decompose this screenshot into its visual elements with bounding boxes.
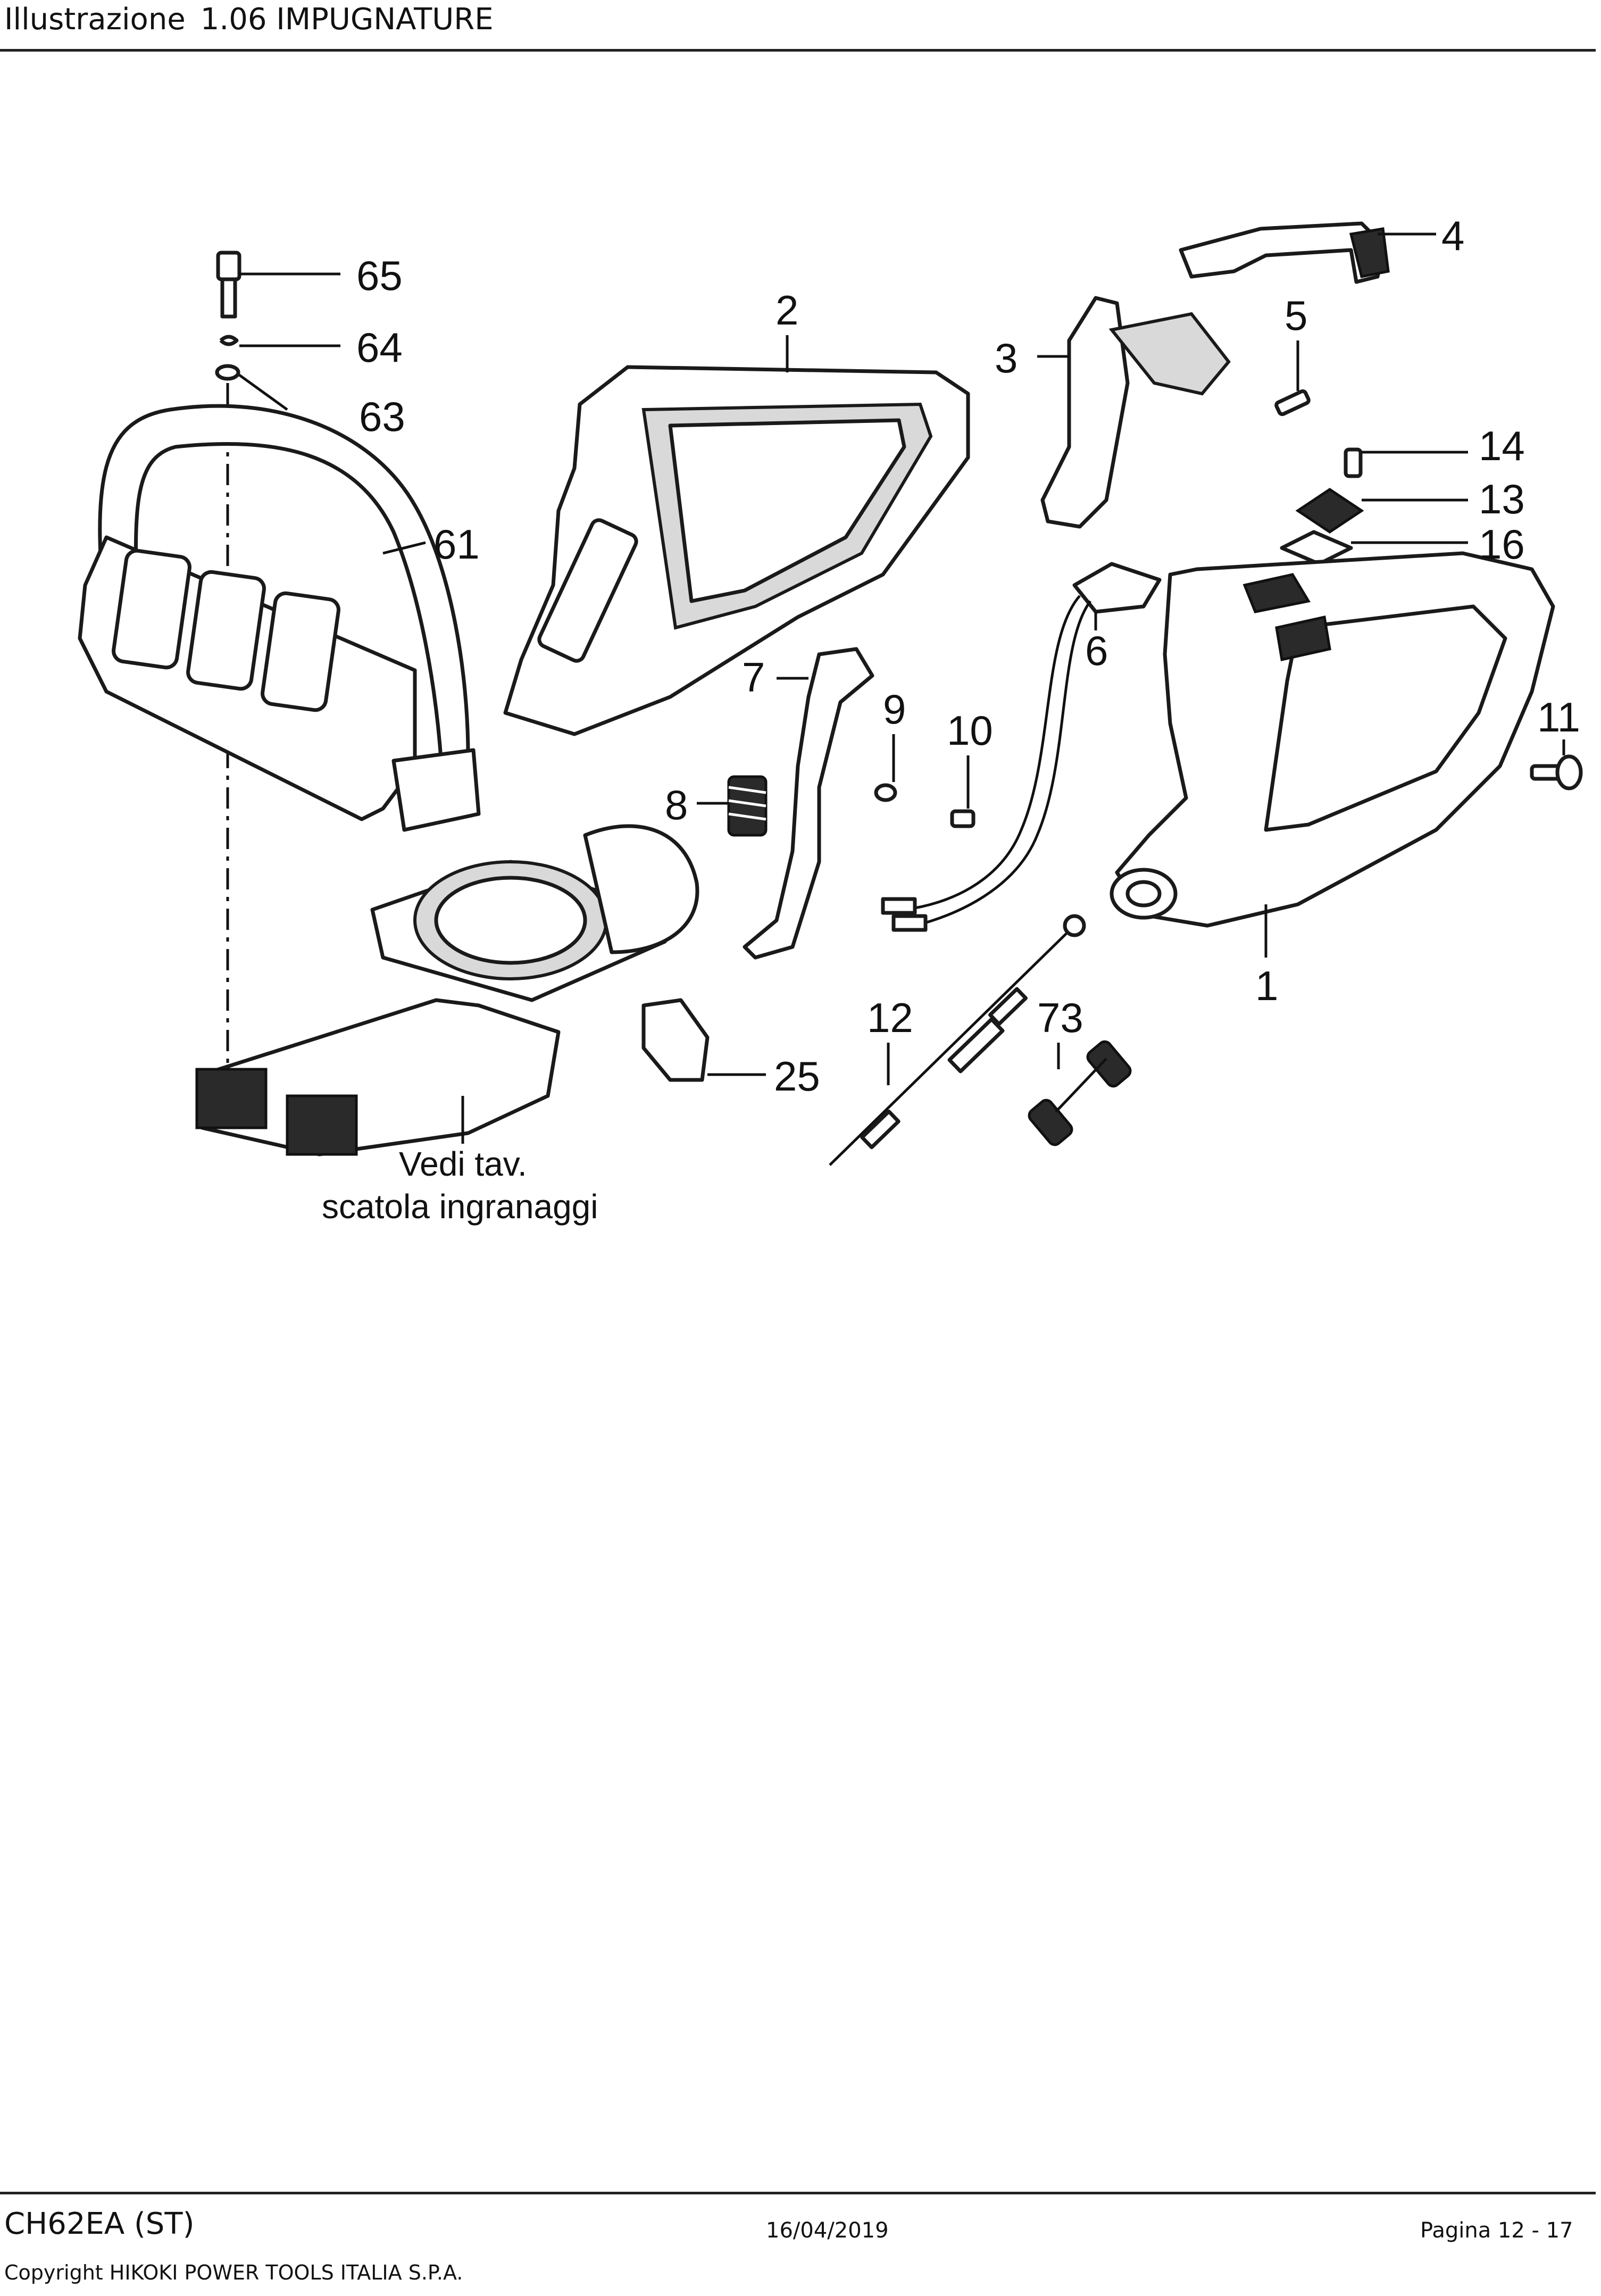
bolt-part-11 bbox=[1530, 754, 1583, 791]
trigger-part-7 bbox=[743, 647, 874, 960]
callout-8: 8 bbox=[665, 781, 688, 828]
callout-2: 2 bbox=[776, 287, 798, 334]
throttle-lever-part-3 bbox=[1040, 296, 1231, 529]
washer-part-9 bbox=[874, 783, 897, 802]
front-handle-part-61 bbox=[78, 404, 481, 832]
section-title: 1.06 IMPUGNATURE bbox=[200, 2, 494, 37]
washer-part-63 bbox=[215, 364, 240, 381]
page-number: Pagina 12 - 17 bbox=[1420, 2218, 1573, 2243]
header-divider bbox=[0, 49, 1596, 52]
spring-part-8 bbox=[727, 775, 768, 837]
copyright-notice: Copyright HIKOKI POWER TOOLS ITALIA S.P.… bbox=[4, 2261, 463, 2284]
gearbox-note-line1: Vedi tav. bbox=[399, 1145, 527, 1183]
callout-25: 25 bbox=[774, 1053, 820, 1100]
lever-cover-part-4 bbox=[1179, 221, 1390, 284]
callout-6: 6 bbox=[1085, 627, 1108, 674]
callout-64: 64 bbox=[356, 324, 403, 371]
callout-11: 11 bbox=[1537, 694, 1580, 741]
switch-wiring-part-6 bbox=[881, 562, 1162, 932]
callout-16: 16 bbox=[1479, 521, 1525, 568]
callout-63: 63 bbox=[359, 393, 405, 440]
gearbox-assembly bbox=[195, 824, 699, 1157]
callout-1: 1 bbox=[1255, 962, 1278, 1009]
callout-13: 13 bbox=[1479, 476, 1525, 522]
screw-part-10 bbox=[950, 809, 975, 828]
callout-9: 9 bbox=[883, 686, 906, 733]
callout-12: 12 bbox=[867, 994, 913, 1041]
callout-10: 10 bbox=[947, 707, 993, 754]
bracket-part-25 bbox=[641, 998, 710, 1082]
plate-part-16 bbox=[1280, 530, 1353, 566]
gearbox-note-line2: scatola ingranaggi bbox=[322, 1187, 598, 1226]
clip-part-64 bbox=[219, 335, 239, 346]
spring-part-73 bbox=[1028, 1040, 1132, 1146]
leader-63 bbox=[238, 373, 288, 411]
callout-73: 73 bbox=[1037, 994, 1083, 1041]
bolt-part-65 bbox=[216, 251, 241, 319]
rear-handle-part-1 bbox=[1110, 551, 1555, 928]
page-header: Illustrazione 1.06 IMPUGNATURE bbox=[0, 0, 1601, 53]
illustration-label: Illustrazione bbox=[4, 2, 186, 37]
model-code: CH62EA (ST) bbox=[4, 2207, 195, 2241]
callout-3: 3 bbox=[995, 335, 1018, 381]
throttle-cable-part-12 bbox=[829, 914, 1086, 1166]
switch-part-13 bbox=[1295, 487, 1364, 534]
callout-7: 7 bbox=[742, 654, 765, 701]
leader-61 bbox=[382, 541, 426, 555]
callout-5: 5 bbox=[1285, 292, 1307, 339]
page-title: Illustrazione 1.06 IMPUGNATURE bbox=[4, 2, 494, 37]
document-date: 16/04/2019 bbox=[766, 2218, 889, 2243]
callout-4: 4 bbox=[1441, 212, 1464, 259]
exploded-parts-diagram: 1 2 3 4 5 6 7 8 9 10 11 12 13 14 16 25 6… bbox=[0, 53, 1601, 1255]
footer-divider bbox=[0, 2192, 1596, 2194]
callout-61: 61 bbox=[433, 521, 480, 568]
callout-65: 65 bbox=[356, 252, 403, 299]
screw-part-5 bbox=[1274, 389, 1311, 417]
housing-half-part-2 bbox=[503, 365, 970, 736]
screw-part-14 bbox=[1344, 447, 1363, 478]
callout-14: 14 bbox=[1479, 422, 1525, 469]
